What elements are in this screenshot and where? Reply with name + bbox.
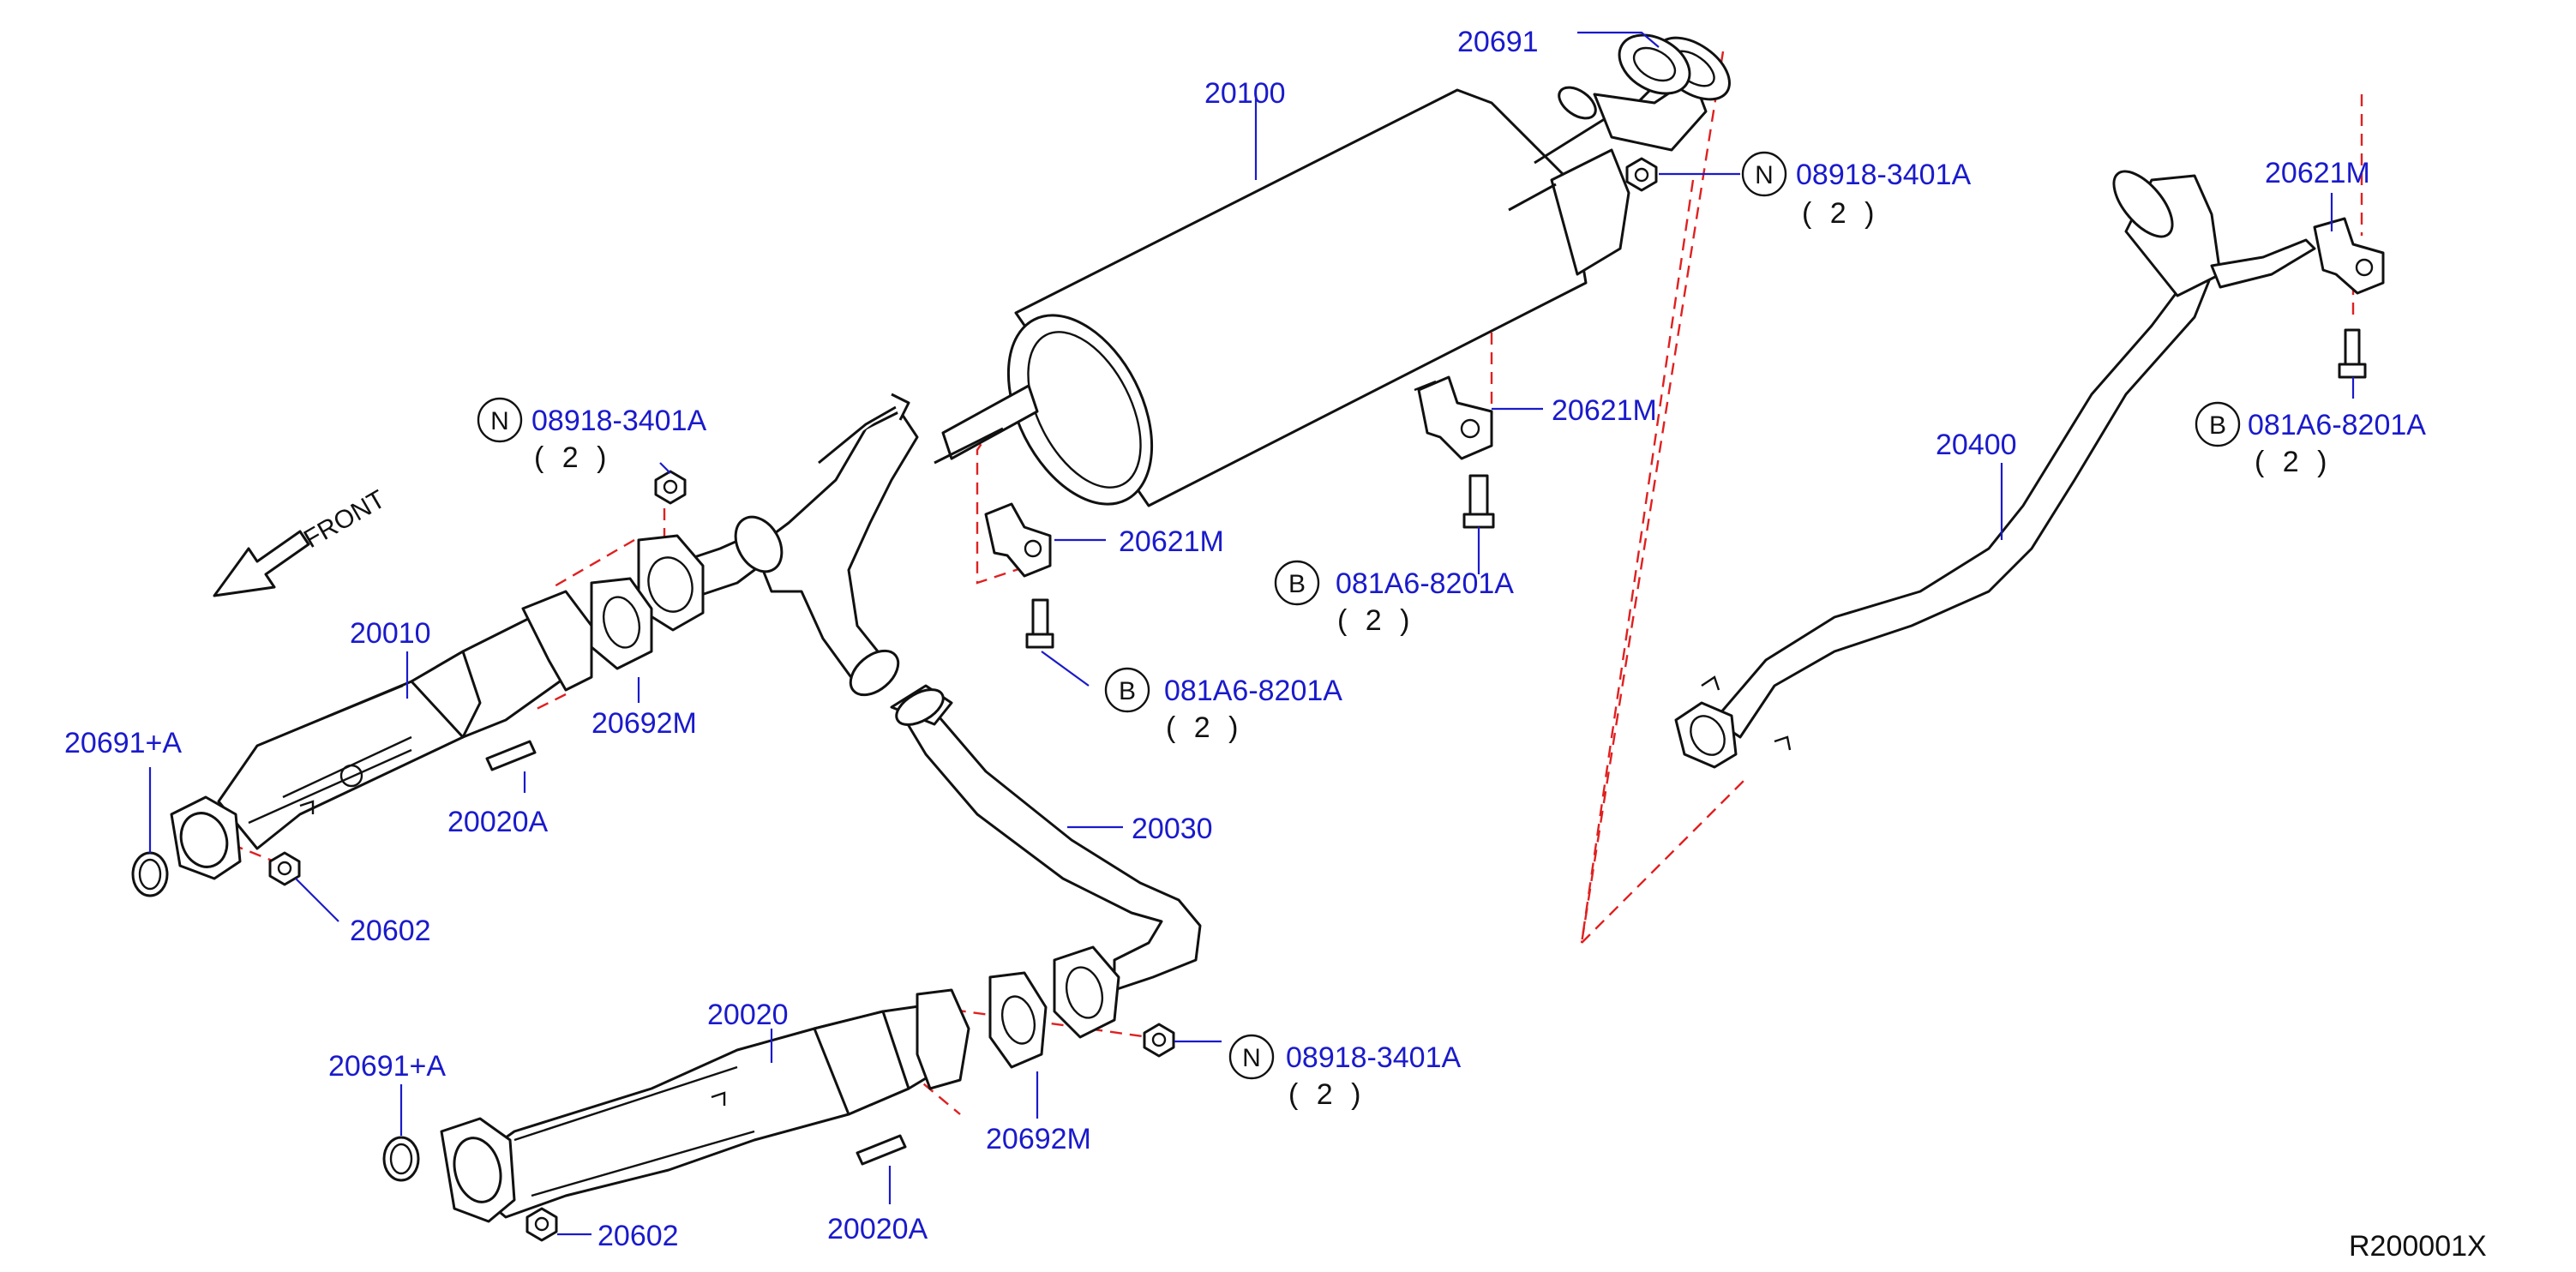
label-bolt-left-code: 081A6-8201A bbox=[1164, 675, 1342, 707]
label-nut-bottom-code: 08918-3401A bbox=[1286, 1041, 1462, 1074]
muffler-20100 bbox=[934, 36, 1731, 507]
label-20691a-lower: 20691+A bbox=[328, 1050, 446, 1083]
svg-text:N: N bbox=[490, 407, 509, 435]
gasket-20692m-lower bbox=[988, 971, 1048, 1069]
stud-20020a-lower bbox=[856, 1134, 907, 1166]
front-label: FRONT bbox=[299, 485, 390, 554]
ring-20691a-lower bbox=[382, 1136, 420, 1182]
ring-20691a-upper bbox=[131, 851, 169, 897]
label-nut-top-code: 08918-3401A bbox=[1796, 159, 1972, 191]
bolt-far-right bbox=[2338, 328, 2367, 379]
svg-text:B: B bbox=[1119, 677, 1136, 705]
nut-symbol-bottom bbox=[1228, 1034, 1275, 1080]
label-20691a-upper: 20691+A bbox=[64, 727, 182, 759]
reference-code: R200001X bbox=[2349, 1230, 2487, 1263]
label-20691: 20691 bbox=[1457, 26, 1539, 58]
svg-text:N: N bbox=[1242, 1044, 1261, 1072]
nut-symbol-left bbox=[477, 397, 523, 443]
label-20602-lower: 20602 bbox=[597, 1220, 679, 1252]
nut-20602-upper bbox=[268, 851, 301, 886]
label-20621m-far-right: 20621M bbox=[2265, 157, 2370, 189]
bolt-symbol-left bbox=[1104, 667, 1150, 713]
label-nut-left-qty: ( 2 ) bbox=[534, 441, 611, 474]
label-bolt-far-right-qty: ( 2 ) bbox=[2255, 446, 2332, 478]
stud-20020a-upper bbox=[485, 740, 537, 771]
label-bolt-right-qty: ( 2 ) bbox=[1337, 604, 1414, 637]
svg-text:B: B bbox=[2209, 411, 2226, 440]
nut-20602-lower bbox=[525, 1207, 558, 1242]
bolt-symbol-far-right bbox=[2195, 401, 2241, 447]
bolt-left-mid bbox=[1025, 598, 1054, 649]
svg-text:B: B bbox=[1288, 570, 1306, 598]
label-20621m-left: 20621M bbox=[1119, 525, 1224, 558]
label-20692m-upper: 20692M bbox=[591, 707, 697, 740]
svg-text:N: N bbox=[1755, 161, 1774, 189]
tailpipe-20400 bbox=[1674, 170, 2316, 769]
y-pipe bbox=[667, 393, 919, 697]
converter-20010 bbox=[170, 590, 593, 880]
label-20020a-lower: 20020A bbox=[827, 1213, 928, 1245]
gasket-20691-top bbox=[1618, 33, 1691, 95]
hanger-20621m-far-right bbox=[2313, 217, 2385, 295]
front-pipe-20030 bbox=[890, 684, 1202, 1039]
label-bolt-right-code: 081A6-8201A bbox=[1336, 567, 1514, 600]
gasket-20692m-upper bbox=[590, 577, 653, 670]
label-20030: 20030 bbox=[1132, 813, 1213, 845]
label-20400: 20400 bbox=[1936, 429, 2017, 461]
label-nut-top-qty: ( 2 ) bbox=[1802, 197, 1879, 230]
label-20692m-lower: 20692M bbox=[986, 1123, 1091, 1155]
converter-20020 bbox=[440, 988, 970, 1223]
label-20020a-upper: 20020A bbox=[447, 806, 549, 838]
leader-lines bbox=[148, 31, 2355, 1236]
part-labels: 20691 20100 08918-3401A ( 2 ) 20621M 081… bbox=[64, 26, 2487, 1263]
hanger-20621m-right bbox=[1414, 375, 1493, 460]
callout-circles: N B B B N N bbox=[477, 151, 2241, 1080]
label-20010: 20010 bbox=[350, 617, 431, 650]
label-nut-left-code: 08918-3401A bbox=[531, 405, 707, 437]
label-bolt-left-qty: ( 2 ) bbox=[1166, 711, 1243, 744]
hanger-20621m-left bbox=[984, 502, 1052, 578]
bolt-right bbox=[1462, 474, 1495, 529]
label-20602-upper: 20602 bbox=[350, 915, 431, 947]
nut-bottom-mid bbox=[1143, 1023, 1175, 1058]
nut-symbol-top bbox=[1741, 151, 1787, 197]
label-20100: 20100 bbox=[1204, 77, 1286, 110]
label-bolt-far-right-code: 081A6-8201A bbox=[2248, 409, 2426, 441]
front-arrow: FRONT bbox=[213, 485, 390, 597]
nut-top-right bbox=[1625, 157, 1658, 192]
label-20020: 20020 bbox=[707, 999, 789, 1031]
label-20621m-mid: 20621M bbox=[1552, 394, 1657, 427]
label-nut-bottom-qty: ( 2 ) bbox=[1288, 1078, 1366, 1111]
nut-left-top bbox=[654, 470, 687, 505]
bolt-symbol-right bbox=[1274, 560, 1320, 606]
